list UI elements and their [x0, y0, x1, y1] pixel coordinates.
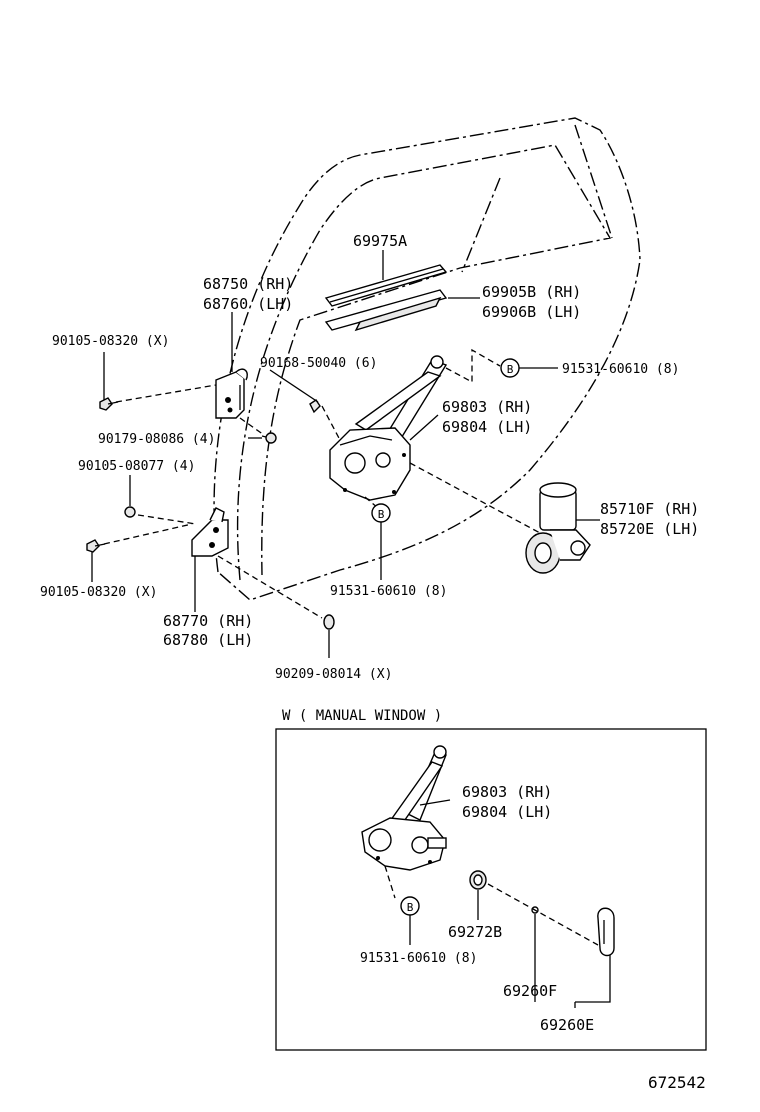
callout-68770-rh: 68770 (RH): [163, 612, 253, 630]
callout-90105-08320-upper: 90105-08320 (X): [52, 334, 169, 349]
callout-69260F: 69260F: [503, 982, 557, 1000]
solid-leaders: [91, 250, 600, 658]
callout-90209-08014: 90209-08014 (X): [275, 667, 392, 682]
callout-inset-91531-60610: 91531-60610 (8): [360, 951, 477, 966]
window-motor: [525, 482, 591, 574]
marker-b-1: B: [500, 358, 520, 378]
callout-69272B: 69272B: [448, 923, 502, 941]
callout-labels: 69975A 68750 (RH) 68760 (LH) 69905B (RH)…: [40, 232, 699, 1034]
window-run-channel-upper: [324, 264, 448, 307]
callout-inset-69804-lh: 69804 (LH): [462, 803, 552, 821]
callout-69906B-lh: 69906B (LH): [482, 303, 581, 321]
callout-69975A: 69975A: [353, 232, 407, 250]
callout-69905B-rh: 69905B (RH): [482, 283, 581, 301]
dashed-leaders: [103, 348, 541, 619]
inset-title: W ( MANUAL WINDOW ): [282, 708, 442, 724]
callout-inset-69803-rh: 69803 (RH): [462, 783, 552, 801]
callout-90179-08086: 90179-08086 (4): [98, 432, 215, 447]
marker-b-3: B: [400, 896, 420, 916]
callout-68750-rh: 68750 (RH): [203, 275, 293, 293]
figure-number: 672542: [648, 1073, 706, 1092]
bolt-90168-50040: [309, 399, 321, 414]
svg-text:B: B: [378, 508, 385, 521]
lower-hinge: [191, 507, 229, 557]
nut-90179-08086: [261, 432, 277, 444]
callout-91531-60610-middle: 91531-60610 (8): [330, 584, 447, 599]
callout-68780-lh: 68780 (LH): [163, 631, 253, 649]
window-regulator-power: [329, 355, 448, 501]
callout-90168-50040: 90168-50040 (6): [260, 356, 377, 371]
callout-90105-08077: 90105-08077 (4): [78, 459, 195, 474]
callout-85710F-rh: 85710F (RH): [600, 500, 699, 518]
callout-68760-lh: 68760 (LH): [203, 295, 293, 313]
callout-69803-rh: 69803 (RH): [442, 398, 532, 416]
callout-69260E: 69260E: [540, 1016, 594, 1034]
manual-window-inset-frame: [275, 728, 707, 1051]
marker-b-2: B: [371, 503, 391, 523]
callout-85720E-lh: 85720E (LH): [600, 520, 699, 538]
regulator-handle-plate-69272B: [469, 870, 487, 890]
inset-leaders: [384, 799, 611, 1008]
bolt-90105-08320-upper: [99, 397, 119, 411]
callout-69804-lh: 69804 (LH): [442, 418, 532, 436]
washer-90209-08014: [323, 614, 335, 630]
bolt-90105-08077: [124, 506, 136, 518]
upper-hinge: [215, 368, 248, 419]
callout-91531-60610-upper: 91531-60610 (8): [562, 362, 679, 377]
window-run-channel-lower: [324, 289, 448, 332]
callout-90105-08320-lower: 90105-08320 (X): [40, 585, 157, 600]
svg-text:B: B: [407, 901, 414, 914]
svg-text:B: B: [507, 363, 514, 376]
bolt-90105-08320-lower: [86, 539, 106, 553]
window-regulator-manual: [361, 745, 447, 871]
regulator-handle-69260E: [597, 907, 615, 957]
